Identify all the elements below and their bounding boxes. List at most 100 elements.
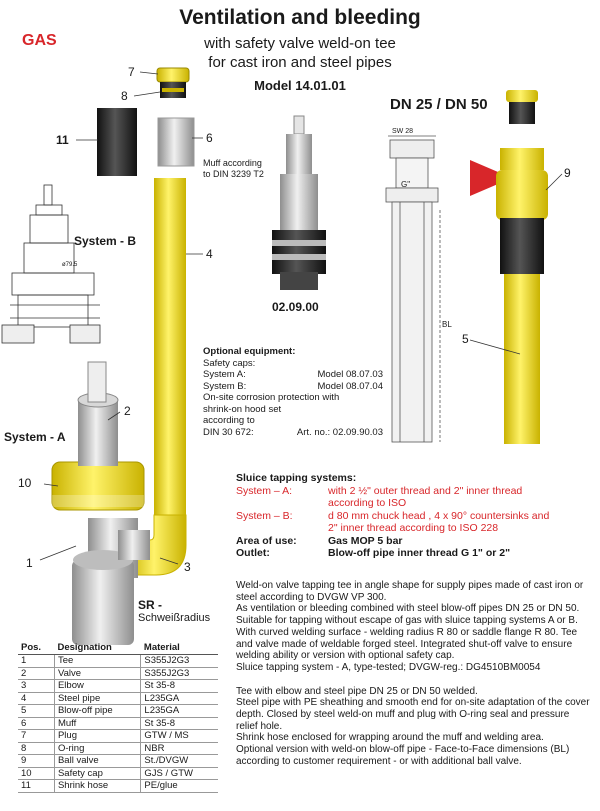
parts-table-header: Pos. Designation Material — [18, 641, 218, 655]
dn-size-label: DN 25 / DN 50 — [390, 96, 488, 113]
art-number: Art. no.: 02.09.90.03 — [296, 426, 383, 438]
description-paragraph: As ventilation or bleeding combined with… — [236, 603, 580, 615]
optional-heading: Optional equipment: — [203, 346, 296, 357]
cell-designation: Valve — [54, 667, 142, 680]
blow-off-pipe-drawing — [385, 135, 441, 443]
system-b-drawing — [1, 184, 101, 344]
cell-pos: 11 — [18, 779, 55, 793]
callout-10: 10 — [18, 476, 32, 490]
description-paragraph: Tee with elbow and steel pipe DN 25 or D… — [236, 685, 478, 697]
dim-bl-label: BL — [442, 320, 452, 329]
safety-caps-heading: Safety caps: — [203, 357, 256, 369]
muff-part — [157, 117, 195, 167]
optional-row-label: System A: — [203, 369, 246, 380]
ball-valve-assembly — [470, 90, 548, 444]
sluice-system-b: System – B: d 80 mm chuck head , 4 x 90°… — [236, 510, 596, 523]
description-paragraph: Suitable for tapping without escape of g… — [236, 615, 578, 662]
cell-designation: Steel pipe — [54, 692, 142, 705]
corrosion-line-3: according to — [203, 415, 255, 426]
sr-sublabel: Schweißradius — [138, 612, 211, 624]
valve-part — [77, 361, 119, 466]
safety-cap-part — [51, 461, 145, 511]
header-material: Material — [140, 641, 218, 655]
corrosion-line-1: On-site corrosion protection with — [203, 392, 340, 403]
cell-designation: O-ring — [54, 742, 142, 755]
sluice-system-b-cont: 2" inner thread according to ISO 228 — [236, 522, 596, 535]
area-label: Area of use: — [236, 534, 297, 547]
optional-row: System A: Model 08.07.03 — [203, 369, 383, 381]
optional-row-label: System B: — [203, 380, 247, 392]
tee-part — [72, 518, 150, 645]
cell-pos: 7 — [18, 729, 55, 743]
optional-row-value: Model 08.07.03 — [317, 369, 384, 380]
cell-material: S355J2G3 — [140, 667, 218, 680]
outlet-label: Outlet: — [236, 547, 270, 559]
cell-designation: Shrink hose — [54, 779, 142, 793]
cell-material: NBR — [140, 742, 218, 755]
subtitle-line-1: with safety valve weld-on tee — [204, 35, 396, 52]
dim-g-label: G" — [401, 180, 411, 189]
sluice-section: Sluice tapping systems: System – A: with… — [236, 472, 596, 560]
cell-designation: Safety cap — [54, 767, 142, 780]
cell-pos: 3 — [18, 679, 55, 693]
area-value: Gas MOP 5 bar — [328, 534, 403, 547]
description: Weld-on valve tapping tee in angle shape… — [236, 580, 592, 768]
cell-pos: 5 — [18, 704, 55, 718]
outlet-value: Blow-off pipe inner thread G 1" or 2" — [328, 547, 511, 559]
din-row: DIN 30 672: Art. no.: 02.09.90.03 — [203, 427, 383, 439]
cell-designation: Blow-off pipe — [54, 704, 142, 718]
plug-part — [156, 67, 190, 98]
callout-6: 6 — [206, 131, 213, 145]
sr-label: SR - — [138, 598, 162, 612]
cell-material: St 35-8 — [140, 717, 218, 730]
cell-designation: Ball valve — [54, 754, 142, 768]
din-label: DIN 30 672: — [203, 426, 254, 438]
area-of-use-row: Area of use: Gas MOP 5 bar — [236, 535, 596, 548]
callout-2: 2 — [124, 404, 131, 418]
leader-lines — [39, 71, 563, 565]
cell-designation: Tee — [54, 654, 142, 668]
cell-pos: 2 — [18, 667, 55, 680]
sluice-heading: Sluice tapping systems: — [236, 472, 357, 484]
muff-note-2: to DIN 3239 T2 — [203, 169, 264, 179]
cell-pos: 8 — [18, 742, 55, 755]
cell-pos: 4 — [18, 692, 55, 705]
valve-part-number: 02.09.00 — [272, 300, 319, 314]
sluice-system-b-label: System – B: — [236, 509, 293, 522]
cell-designation: Plug — [54, 729, 142, 743]
muff-note-1: Muff according — [203, 158, 262, 168]
cell-material: L235GA — [140, 704, 218, 718]
callout-3: 3 — [184, 560, 191, 574]
model-number: Model 14.01.01 — [254, 78, 346, 93]
callout-4: 4 — [206, 247, 213, 261]
page-title: Ventilation and bleeding — [179, 6, 421, 29]
callout-7: 7 — [128, 65, 135, 79]
cell-pos: 1 — [18, 654, 55, 668]
sluice-system-a-line-1: with 2 ½" outer thread and 2" inner thre… — [328, 484, 523, 497]
dim-small-label: ø79.5 — [62, 262, 78, 268]
system-a-label: System - A — [4, 430, 66, 444]
valve-detail-drawing — [272, 115, 326, 290]
cell-pos: 9 — [18, 754, 55, 768]
gas-label: GAS — [22, 32, 57, 49]
cell-material: GJS / GTW — [140, 767, 218, 780]
description-paragraph: Weld-on valve tapping tee in angle shape… — [236, 580, 584, 603]
optional-row-value: Model 08.07.04 — [317, 380, 384, 392]
description-paragraph: Shrink hose enclosed for wrapping around… — [236, 732, 544, 744]
shrink-hose-part — [97, 108, 137, 176]
optional-row: System B: Model 08.07.04 — [203, 381, 383, 393]
callout-9: 9 — [564, 166, 571, 180]
cell-designation: Muff — [54, 717, 142, 730]
cell-material: S355J2G3 — [140, 654, 218, 668]
system-b-label: System - B — [74, 234, 137, 248]
callout-11: 11 — [56, 133, 69, 147]
